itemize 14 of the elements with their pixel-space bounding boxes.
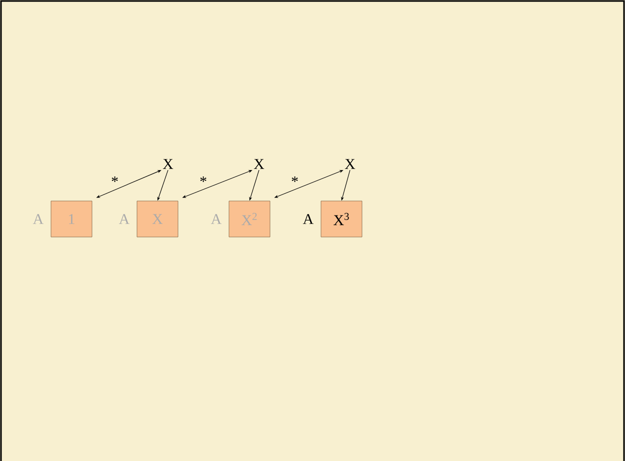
variable-label: X xyxy=(162,159,174,169)
edge-label: * xyxy=(292,176,298,182)
side-label: A xyxy=(32,214,44,224)
edge-label: * xyxy=(112,176,118,182)
edge-label: * xyxy=(200,176,206,182)
value-box: 1 xyxy=(50,200,92,238)
side-label: A xyxy=(210,214,222,224)
variable-label: X xyxy=(254,159,264,169)
side-label: A xyxy=(118,214,130,224)
variable-label: X xyxy=(344,159,356,169)
value-box: X$^{3}$ xyxy=(320,200,362,238)
value-box: X xyxy=(136,200,178,238)
side-label: A xyxy=(302,214,314,224)
value-box: X$^{2}$ xyxy=(228,200,270,238)
